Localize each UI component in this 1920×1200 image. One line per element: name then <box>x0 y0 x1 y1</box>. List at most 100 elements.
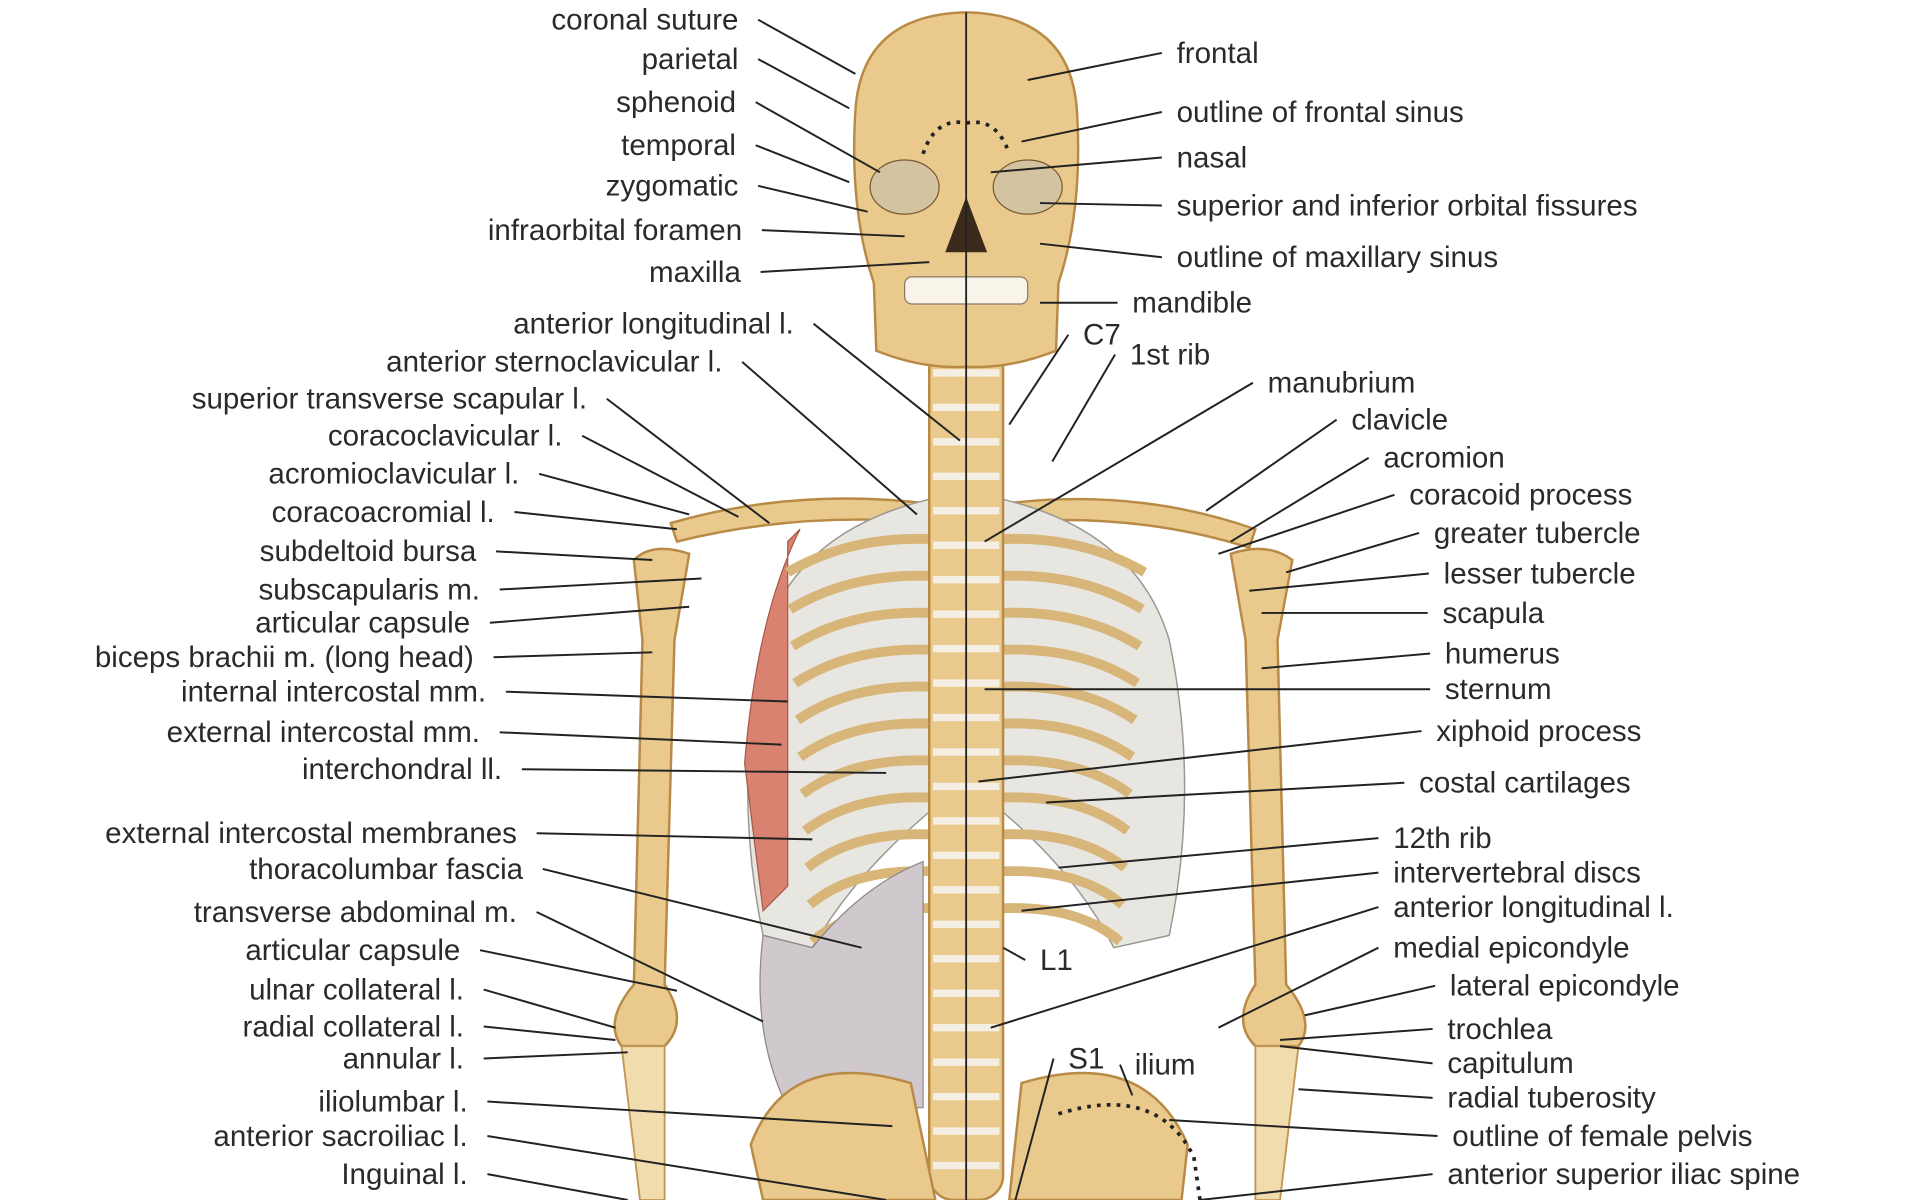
label-nasal: nasal <box>1177 141 1248 174</box>
leader-line <box>812 322 961 442</box>
leader-line <box>538 472 690 516</box>
leader-line <box>1218 493 1395 555</box>
label-internal-intercostal-mm: internal intercostal mm. <box>181 676 486 709</box>
leader-line <box>1169 1119 1438 1137</box>
leader-line <box>483 1051 628 1060</box>
label-outline-of-maxillary-sinus: outline of maxillary sinus <box>1177 241 1499 274</box>
label-humerus: humerus <box>1445 637 1560 670</box>
labels: coronal sutureparietalsphenoidtemporalzy… <box>95 4 1800 1191</box>
leader-line <box>1039 242 1162 259</box>
leader-line <box>1199 1173 1433 1200</box>
leader-line <box>1298 1088 1433 1099</box>
leader-line <box>487 1135 887 1200</box>
left-humerus <box>1229 547 1307 1048</box>
right-forearm <box>620 1045 666 1200</box>
label-scapula: scapula <box>1442 597 1544 630</box>
label-1st-rib: 1st rib <box>1130 338 1210 371</box>
leader-line <box>1039 202 1162 207</box>
leader-line <box>487 1173 628 1200</box>
label-iliolumbar-l: iliolumbar l. <box>318 1085 467 1118</box>
label-trochlea: trochlea <box>1447 1013 1553 1046</box>
label-xiphoid-process: xiphoid process <box>1436 715 1641 748</box>
label-interchondral-ll: interchondral ll. <box>302 753 502 786</box>
label-subdeltoid-bursa: subdeltoid bursa <box>260 535 477 568</box>
label-anterior-sacroiliac-l: anterior sacroiliac l. <box>213 1120 467 1153</box>
leader-line <box>1002 946 1026 961</box>
label-manubrium: manubrium <box>1268 367 1416 400</box>
label-radial-tuberosity: radial tuberosity <box>1447 1082 1656 1115</box>
right-orbit <box>869 159 940 215</box>
leader-line <box>1027 51 1163 81</box>
leader-line <box>499 577 702 591</box>
label-acromion: acromion <box>1383 442 1504 475</box>
label-coracoclavicular-l: coracoclavicular l. <box>328 420 563 453</box>
label-superior-transverse-scapular-l: superior transverse scapular l. <box>192 383 587 416</box>
label-subscapularis-m: subscapularis m. <box>259 573 480 606</box>
label-coracoacromial-l: coracoacromial l. <box>272 496 495 529</box>
leader-line <box>536 832 813 841</box>
leader-line <box>1304 984 1436 1017</box>
leader-line <box>990 906 1379 1029</box>
intercostal-muscles <box>743 528 801 913</box>
leader-line <box>479 949 678 992</box>
label-acromioclavicular-l: acromioclavicular l. <box>268 458 519 491</box>
leader-line <box>1285 531 1420 574</box>
leader-line <box>1021 871 1379 912</box>
leader-line <box>505 690 788 703</box>
leader-line <box>1014 1058 1055 1200</box>
label-radial-collateral-l: radial collateral l. <box>243 1010 464 1043</box>
label-c7: C7 <box>1083 319 1121 352</box>
label-ilium: ilium <box>1135 1048 1196 1081</box>
label-medial-epicondyle: medial epicondyle <box>1393 932 1629 965</box>
leader-line <box>1051 353 1116 463</box>
skeleton-illustration <box>613 11 1307 1200</box>
leader-line <box>1008 334 1070 426</box>
left-forearm <box>1254 1045 1300 1200</box>
leader-line <box>606 397 770 524</box>
leader-line <box>1046 781 1405 804</box>
clavicles <box>669 497 1257 550</box>
outline-frontal-sinus <box>921 120 1011 155</box>
pelvis-left-ilium <box>1007 1071 1189 1200</box>
leader-line <box>757 58 850 110</box>
leader-line <box>755 101 881 174</box>
leader-line <box>1119 1064 1134 1096</box>
label-12th-rib: 12th rib <box>1393 822 1491 855</box>
label-biceps-brachii-m-long-head: biceps brachii m. (long head) <box>95 641 474 674</box>
leader-line <box>761 229 905 238</box>
leader-line <box>1218 946 1379 1029</box>
label-ulnar-collateral-l: ulnar collateral l. <box>249 973 464 1006</box>
leader-line <box>1230 457 1370 543</box>
leader-line <box>489 605 690 624</box>
label-anterior-longitudinal-l: anterior longitudinal l. <box>513 308 794 341</box>
label-annular-l: annular l. <box>343 1042 464 1075</box>
label-external-intercostal-mm: external intercostal mm. <box>167 716 480 749</box>
leader-line <box>495 550 653 561</box>
label-outline-of-frontal-sinus: outline of frontal sinus <box>1177 96 1464 129</box>
label-thoracolumbar-fascia: thoracolumbar fascia <box>249 853 524 886</box>
leader-line <box>493 651 653 659</box>
leader-line <box>1279 1027 1433 1041</box>
pelvis-right-ilium <box>749 1071 937 1200</box>
right-humerus <box>613 547 691 1048</box>
label-clavicle: clavicle <box>1351 404 1448 437</box>
leader-line <box>1205 418 1338 512</box>
leader-line <box>1279 1045 1433 1065</box>
label-intervertebral-discs: intervertebral discs <box>1393 856 1641 889</box>
leader-line <box>978 730 1422 783</box>
leader-line <box>581 434 739 518</box>
label-lesser-tubercle: lesser tubercle <box>1444 557 1636 590</box>
label-s1: S1 <box>1068 1042 1104 1075</box>
left-orbit <box>992 159 1063 215</box>
label-coracoid-process: coracoid process <box>1409 479 1632 512</box>
label-articular-capsule: articular capsule <box>245 934 460 967</box>
leader-line <box>990 156 1162 174</box>
leader-line <box>760 261 930 273</box>
leader-line <box>487 1100 893 1128</box>
leader-line <box>483 988 616 1029</box>
label-maxilla: maxilla <box>649 256 741 289</box>
leader-line <box>521 768 887 774</box>
label-temporal: temporal <box>621 129 736 162</box>
label-frontal: frontal <box>1177 37 1259 70</box>
